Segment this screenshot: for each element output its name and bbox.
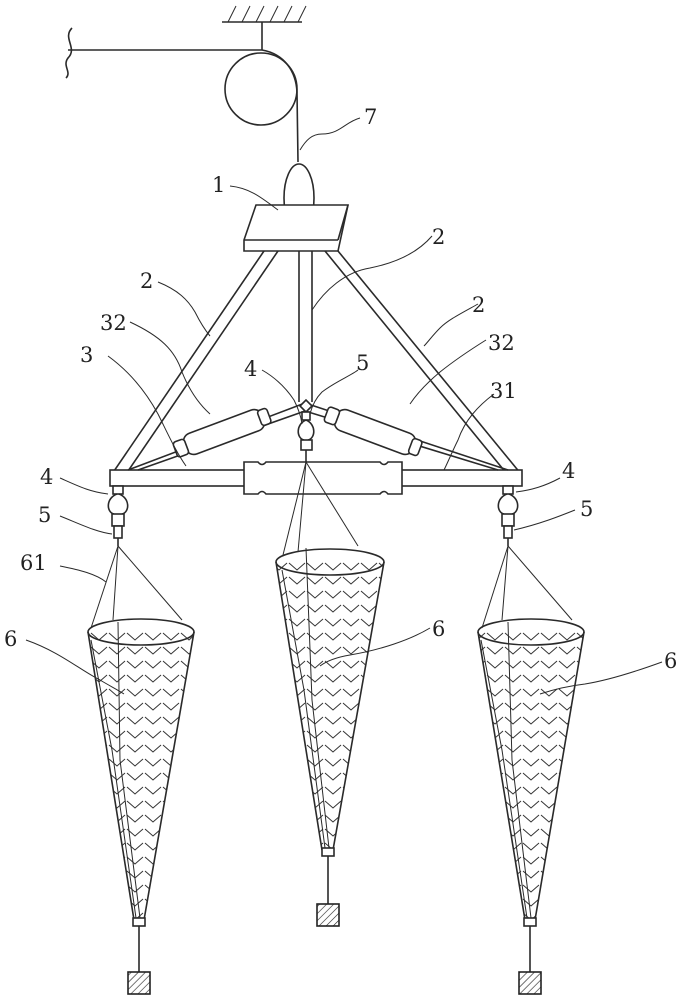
- right-cylinder: [323, 406, 423, 457]
- label-5-center: 5: [356, 351, 369, 375]
- label-5-right: 5: [580, 497, 593, 521]
- left-hook: [107, 485, 129, 546]
- center-shackle: [300, 439, 313, 451]
- label-5-left: 5: [38, 503, 51, 527]
- leader-lines: [25, 117, 663, 695]
- left-net: [87, 545, 195, 995]
- right-net: [477, 545, 585, 995]
- label-2-top: 2: [432, 225, 445, 249]
- label-6-center: 6: [432, 617, 445, 641]
- hoist-rope: [65, 27, 299, 163]
- left-cylinder: [172, 407, 272, 458]
- label-7: 7: [364, 105, 377, 129]
- ceiling-mount: [222, 5, 307, 50]
- label-32-right: 32: [488, 331, 515, 355]
- right-hook: [497, 485, 519, 546]
- right-weight: [518, 971, 542, 995]
- label-2-left: 2: [140, 269, 153, 293]
- label-31: 31: [490, 379, 517, 403]
- top-plate: [243, 204, 349, 252]
- label-1: 1: [212, 173, 225, 197]
- label-4-center: 4: [244, 357, 257, 381]
- label-6-right: 6: [664, 649, 677, 673]
- left-weight: [127, 971, 151, 995]
- support-legs: [111, 250, 522, 475]
- left-shackle: [111, 513, 125, 527]
- reference-labels: 7 1 2 2 2 32 32 3 4 5 31 4 4 5 5 61 6 6 …: [4, 105, 677, 673]
- label-6-left: 6: [4, 627, 17, 651]
- label-4-right: 4: [562, 459, 575, 483]
- inner-braces: [127, 398, 509, 471]
- label-2-right: 2: [472, 293, 485, 317]
- label-61: 61: [20, 551, 47, 575]
- label-4-left: 4: [40, 465, 53, 489]
- bottom-bar-coupler: [243, 461, 403, 495]
- right-shackle: [501, 513, 515, 527]
- label-3: 3: [80, 343, 93, 367]
- center-net: [275, 461, 385, 927]
- center-weight: [316, 903, 340, 927]
- center-hook: [297, 411, 315, 462]
- label-32-left: 32: [100, 311, 127, 335]
